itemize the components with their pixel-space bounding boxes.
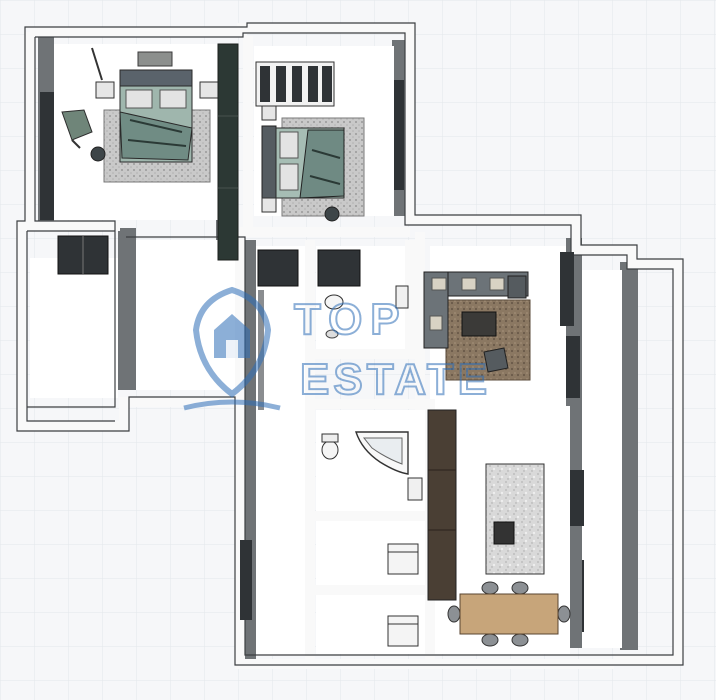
toilet: [324, 294, 344, 310]
wall-tops: [17, 23, 683, 669]
watermark-line1: TOP: [294, 295, 408, 344]
door: [317, 249, 361, 287]
living-room: [423, 252, 580, 398]
built-in-wardrobe: [217, 43, 239, 261]
bathroom: [321, 431, 423, 501]
washing-machine: [387, 615, 419, 647]
kitchen-island: [485, 463, 545, 575]
house-shield-logo-icon: [183, 286, 281, 411]
storage: [387, 615, 419, 647]
window: [570, 470, 584, 526]
balcony-left: [57, 235, 109, 275]
watermark: TOP ESTATE: [183, 286, 491, 411]
balcony-right: [584, 272, 620, 646]
sink: [407, 477, 423, 501]
dining-table: [459, 593, 559, 635]
floor-lamp: [91, 47, 103, 81]
tv-cabinet: [560, 252, 574, 326]
wall-edges: [16, 22, 684, 666]
armchairs: [483, 275, 527, 373]
wardrobe: [255, 61, 335, 107]
dining-chairs: [447, 581, 571, 647]
window: [394, 80, 404, 190]
window: [240, 540, 252, 620]
wardrobe-wall: [217, 43, 239, 261]
coffee-table: [461, 311, 497, 337]
sink: [395, 285, 409, 309]
nightstands: [261, 105, 277, 213]
side-table: [90, 146, 106, 162]
armchair: [61, 109, 93, 149]
toilet: [321, 440, 339, 460]
sink: [493, 521, 515, 545]
watermark-line2: ESTATE: [300, 355, 491, 404]
wall-picture: [137, 51, 173, 67]
bedroom-2: [255, 61, 404, 222]
window: [40, 92, 54, 220]
washing-machine: [387, 543, 419, 575]
bedroom-1: [40, 47, 219, 220]
door: [257, 249, 299, 287]
wc: [324, 285, 409, 339]
window: [566, 336, 580, 398]
double-bed: [261, 125, 345, 199]
kitchen-cabinets: [427, 409, 457, 601]
nightstands: [95, 81, 219, 99]
pouf: [324, 206, 340, 222]
double-bed: [119, 69, 193, 163]
laundry: [387, 543, 419, 575]
